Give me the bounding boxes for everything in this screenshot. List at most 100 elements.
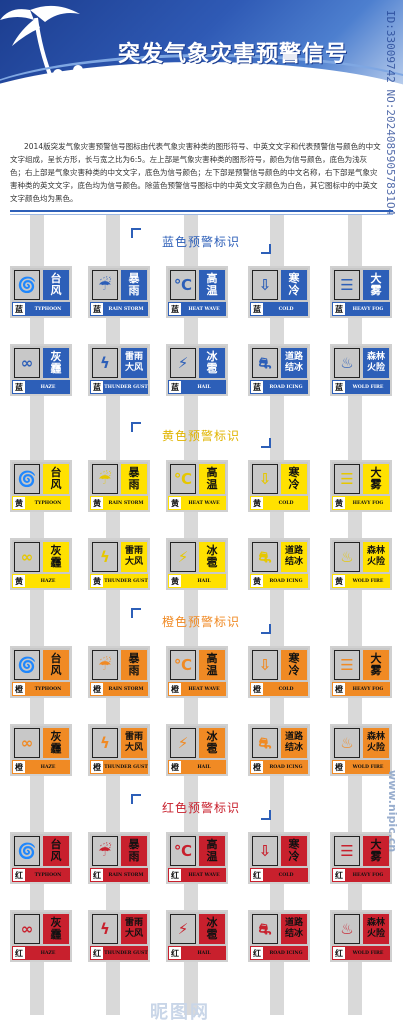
sign-level: 红 (333, 947, 345, 959)
divider (10, 214, 393, 215)
sign-name-cn: 森林火险 (363, 728, 389, 758)
heat-icon: ℃ (170, 270, 196, 300)
sign-name-line1: 寒 (288, 272, 300, 285)
sign-top: ☔暴雨 (90, 834, 148, 868)
sign-level: 红 (169, 947, 181, 959)
sign-name-en: HEAVY FOG (352, 306, 384, 312)
sign-name-cn: 大雾 (363, 836, 389, 866)
sign-name-en: ROAD ICING (269, 384, 303, 390)
cold-icon: ⇩ (252, 270, 278, 300)
icon-glyph: ϟ (100, 919, 110, 938)
sign-level: 蓝 (169, 381, 181, 393)
sign-level: 黄 (251, 497, 263, 509)
rainstorm-icon: ☔ (92, 464, 118, 494)
icon-glyph: ☰ (340, 655, 354, 674)
sign-name-line1: 暴 (128, 272, 140, 285)
sign-name-cn: 寒冷 (281, 650, 307, 680)
sign-name-line1: 森林 (366, 918, 385, 928)
sign-name-cn: 冰雹 (199, 348, 225, 378)
sign-name-en: HEAT WAVE (188, 686, 220, 692)
sign-name-line2: 霾 (50, 362, 62, 375)
icon-glyph: ♨ (340, 547, 354, 566)
sign-name-line2: 结冰 (284, 929, 303, 939)
haze-icon: ∞ (14, 348, 40, 378)
sign-name-line2: 雾 (370, 478, 382, 491)
sign-name-line2: 温 (206, 478, 218, 491)
sign-top: ⇩ 寒冷 (250, 648, 308, 682)
sign-name-cn: 灰霾 (43, 914, 69, 944)
sign-name-line2: 冷 (288, 850, 300, 863)
hail-icon: ⚡ (170, 914, 196, 944)
sign-name-line1: 冰 (206, 916, 218, 929)
icon-glyph: ℃ (173, 841, 193, 860)
icon-glyph: ⇩ (258, 275, 272, 294)
icon-glyph: ϟ (100, 547, 110, 566)
hail-icon: ⚡ (170, 542, 196, 572)
sign-name-line2: 大风 (124, 929, 143, 939)
sign-name-line1: 高 (206, 466, 218, 479)
sign-name-cn: 雷雨大风 (121, 728, 147, 758)
sign-name-en: COLD (278, 872, 294, 878)
sign-level: 蓝 (91, 303, 103, 315)
sign-top: ☰大雾 (332, 268, 390, 302)
sign-level: 红 (13, 947, 25, 959)
section-header: 橙色预警标识 (131, 608, 271, 634)
sign-name-en: HEAT WAVE (188, 306, 220, 312)
sign-top: 🌀台风 (12, 648, 70, 682)
icon-glyph: ☔ (98, 841, 112, 860)
sign-level: 橙 (13, 683, 25, 695)
sign-name-cn: 寒冷 (281, 464, 307, 494)
sign-name-en: THUNDER GUST (104, 950, 148, 956)
sign-name-en: HEAT WAVE (188, 872, 220, 878)
sign-name-line2: 雾 (370, 850, 382, 863)
sign-level: 蓝 (91, 381, 103, 393)
cold-icon: ⇩ (252, 464, 278, 494)
sign-name-en: RAIN STORM (108, 500, 144, 506)
icon-glyph: ∞ (20, 353, 34, 372)
sign-name-cn: 台风 (43, 464, 69, 494)
haze-icon: ∞ (14, 728, 40, 758)
sign-name-cn: 道路结冰 (281, 348, 307, 378)
sign-name-line2: 雹 (206, 556, 218, 569)
sign-name-cn: 台风 (43, 836, 69, 866)
haze-icon: ∞ (14, 914, 40, 944)
thunder-gust-icon: ϟ (92, 348, 118, 378)
icon-glyph: ⇩ (258, 841, 272, 860)
background-column (106, 215, 120, 1015)
sign-name-line2: 风 (50, 850, 62, 863)
sign-name-line1: 高 (206, 838, 218, 851)
sign-name-cn: 暴雨 (121, 650, 147, 680)
sign-level: 橙 (251, 761, 263, 773)
sign-name-en: ROAD ICING (269, 764, 303, 770)
sign-name-line1: 台 (50, 272, 62, 285)
sign-name-en: RAIN STORM (108, 686, 144, 692)
icon-glyph: ∞ (20, 733, 34, 752)
icon-glyph: ⇩ (258, 655, 272, 674)
sign-name-cn: 高温 (199, 836, 225, 866)
cold-icon: ⇩ (252, 650, 278, 680)
